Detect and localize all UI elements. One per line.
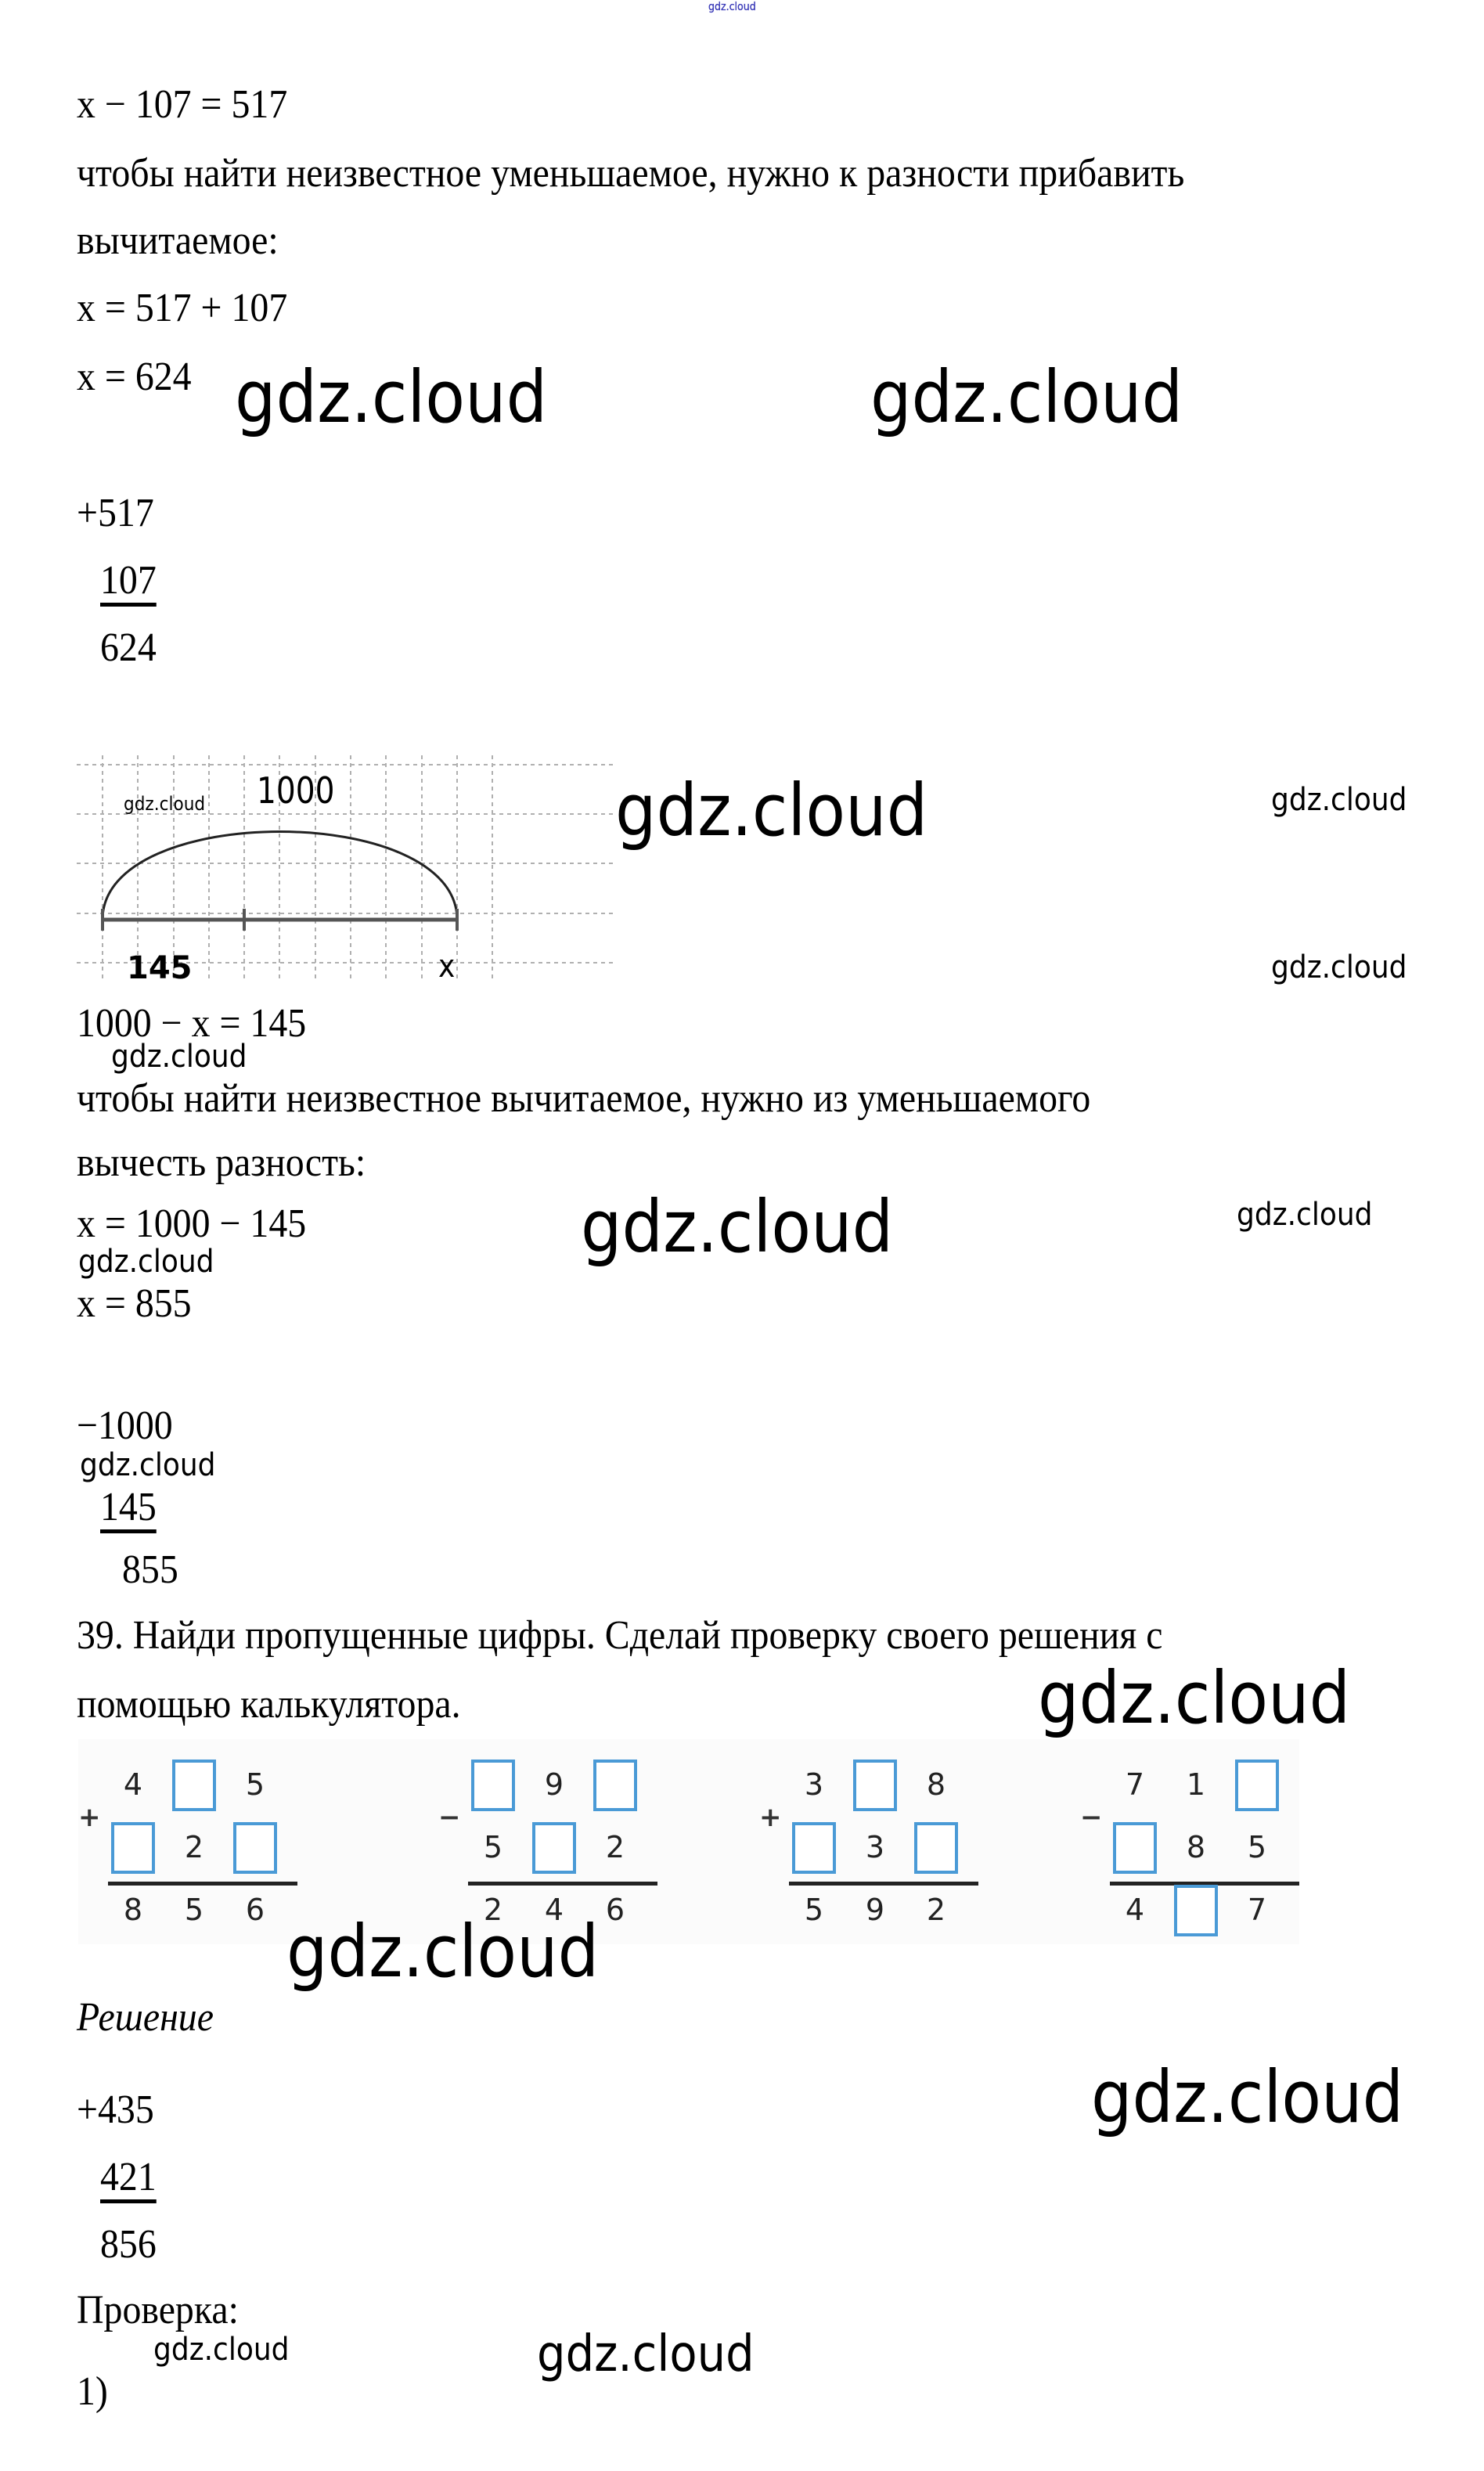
solution-heading: Решение bbox=[77, 1995, 214, 2040]
check-label: Проверка: bbox=[77, 2288, 239, 2332]
column-top: +517 bbox=[77, 491, 154, 535]
digit: 5 bbox=[245, 1767, 265, 1802]
digit: 4 bbox=[123, 1767, 143, 1802]
digit: 9 bbox=[865, 1893, 885, 1927]
digit-input-box[interactable] bbox=[914, 1822, 958, 1874]
digit-input-box[interactable] bbox=[792, 1822, 836, 1874]
digit: 6 bbox=[605, 1893, 625, 1927]
digit-input-box[interactable] bbox=[233, 1822, 277, 1874]
equation: x = 855 bbox=[77, 1281, 192, 1326]
sum-line bbox=[108, 1882, 297, 1886]
digit: 5 bbox=[483, 1830, 503, 1864]
sum-line bbox=[468, 1882, 657, 1886]
watermark: gdz.cloud bbox=[1271, 782, 1407, 818]
digit-input-box[interactable] bbox=[111, 1822, 155, 1874]
digit-input-box[interactable] bbox=[853, 1760, 897, 1811]
digit: 6 bbox=[245, 1893, 265, 1927]
digit-input-box[interactable] bbox=[172, 1760, 216, 1811]
task-text: 39. Найди пропущенные цифры. Сделай пров… bbox=[77, 1613, 1163, 1658]
equation: x − 107 = 517 bbox=[77, 82, 288, 127]
column-result: 856 bbox=[100, 2222, 157, 2267]
watermark: gdz.cloud bbox=[80, 1447, 216, 1483]
watermark: gdz.cloud bbox=[235, 355, 548, 439]
puzzle: +4 5 2 8 5 6 bbox=[78, 1739, 313, 1944]
watermark: gdz.cloud bbox=[124, 793, 206, 815]
equation: x = 517 + 107 bbox=[77, 286, 288, 330]
sum-line bbox=[789, 1882, 978, 1886]
digit: 3 bbox=[804, 1767, 824, 1802]
watermark: gdz.cloud bbox=[537, 2325, 755, 2383]
diagram-svg bbox=[77, 755, 617, 982]
puzzle: − 9 5 2 2 4 6 bbox=[438, 1739, 673, 1944]
watermark: gdz.cloud bbox=[111, 1039, 247, 1075]
puzzle: +3 8 3 5 9 2 bbox=[759, 1739, 994, 1944]
rule-text: чтобы найти неизвестное вычитаемое, нужн… bbox=[77, 1076, 1091, 1121]
rule-text: вычитаемое: bbox=[77, 218, 279, 263]
arc bbox=[101, 830, 459, 920]
watermark-top: gdz.cloud bbox=[708, 1, 756, 13]
column-mid: 145 bbox=[100, 1487, 157, 1533]
watermark: gdz.cloud bbox=[1091, 2055, 1404, 2139]
digit: 7 bbox=[1125, 1767, 1145, 1802]
column-top: −1000 bbox=[77, 1403, 173, 1448]
rule-text: вычесть разность: bbox=[77, 1140, 366, 1185]
equation: x = 1000 − 145 bbox=[77, 1201, 307, 1246]
digit: 2 bbox=[605, 1830, 625, 1864]
digit-input-box[interactable] bbox=[532, 1822, 576, 1874]
digit-input-box[interactable] bbox=[471, 1760, 515, 1811]
part-label: 145 bbox=[127, 950, 193, 986]
digit: 8 bbox=[123, 1893, 143, 1927]
watermark: gdz.cloud bbox=[615, 769, 928, 852]
watermark: gdz.cloud bbox=[1271, 949, 1407, 985]
digit: 9 bbox=[544, 1767, 564, 1802]
digit: 5 bbox=[804, 1893, 824, 1927]
digit: 8 bbox=[1186, 1830, 1206, 1864]
watermark: gdz.cloud bbox=[153, 2332, 290, 2368]
watermark: gdz.cloud bbox=[1237, 1197, 1373, 1233]
digit: 5 bbox=[184, 1893, 204, 1927]
watermark: gdz.cloud bbox=[870, 355, 1183, 439]
digit: 2 bbox=[184, 1830, 204, 1864]
column-mid: 107 bbox=[100, 560, 157, 607]
rule-text: чтобы найти неизвестное уменьшаемое, нуж… bbox=[77, 151, 1185, 196]
digit-input-box[interactable] bbox=[1235, 1760, 1279, 1811]
watermark: gdz.cloud bbox=[78, 1244, 214, 1280]
minus-sign: − bbox=[1080, 1802, 1103, 1833]
digit-input-box[interactable] bbox=[593, 1760, 637, 1811]
digit: 7 bbox=[1247, 1893, 1267, 1927]
digit: 8 bbox=[926, 1767, 946, 1802]
digit: 4 bbox=[1125, 1893, 1145, 1927]
watermark: gdz.cloud bbox=[581, 1185, 894, 1269]
column-top: +435 bbox=[77, 2087, 154, 2132]
digit: 4 bbox=[544, 1893, 564, 1927]
digit: 1 bbox=[1186, 1767, 1206, 1802]
digit: 2 bbox=[483, 1893, 503, 1927]
digit: 5 bbox=[1247, 1830, 1267, 1864]
whole-label: 1000 bbox=[257, 769, 335, 812]
digit-input-box[interactable] bbox=[1113, 1822, 1157, 1874]
digit: 3 bbox=[865, 1830, 885, 1864]
equation: x = 624 bbox=[77, 355, 192, 399]
check-item: 1) bbox=[77, 2369, 108, 2414]
sum-line bbox=[1110, 1882, 1299, 1886]
plus-sign: + bbox=[759, 1802, 782, 1833]
grid bbox=[77, 755, 617, 982]
minus-sign: − bbox=[438, 1802, 461, 1833]
digit-input-box[interactable] bbox=[1174, 1885, 1218, 1936]
column-result: 624 bbox=[100, 625, 157, 670]
unknown-label: x bbox=[438, 949, 456, 985]
column-result: 855 bbox=[122, 1547, 178, 1592]
column-mid: 421 bbox=[100, 2157, 157, 2203]
plus-sign: + bbox=[78, 1802, 101, 1833]
watermark: gdz.cloud bbox=[1038, 1656, 1351, 1740]
digit: 2 bbox=[926, 1893, 946, 1927]
equation: 1000 − x = 145 bbox=[77, 1001, 307, 1046]
watermark: gdz.cloud bbox=[286, 1910, 600, 1994]
task-text: помощью калькулятора. bbox=[77, 1682, 461, 1727]
segment-diagram: 1000 145 x gdz.cloud bbox=[77, 755, 617, 986]
